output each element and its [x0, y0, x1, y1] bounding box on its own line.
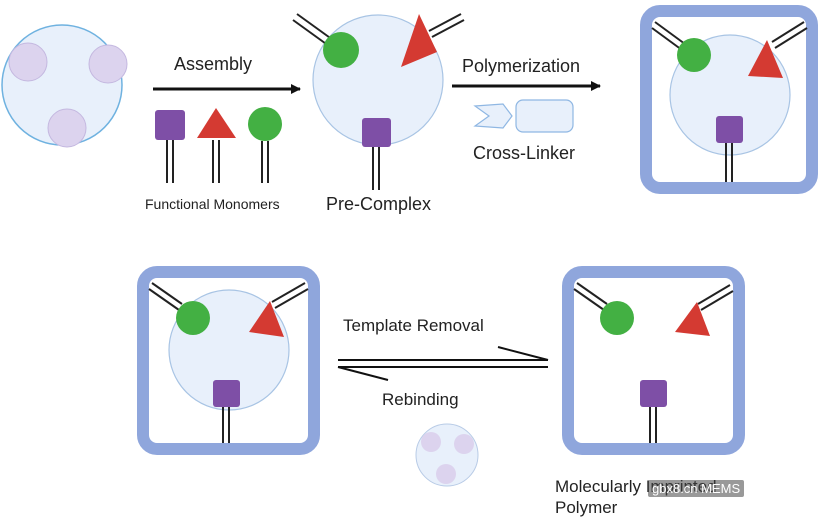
purple-square-monomer: [155, 110, 185, 183]
template-molecule: [1, 24, 128, 148]
watermark: gbx8.cn MEMS: [648, 480, 745, 497]
functional-monomers: [155, 107, 282, 183]
pre-complex: [292, 13, 465, 190]
polymerization-label: Polymerization: [462, 56, 581, 76]
assembly-label: Assembly: [174, 54, 253, 74]
polymer-matrix-with-template: [640, 5, 818, 194]
functional-monomers-label: Functional Monomers: [145, 196, 280, 212]
red-triangle-monomer: [197, 108, 236, 183]
cross-linker-label: Cross-Linker: [473, 143, 576, 163]
green-circle-monomer: [248, 107, 282, 183]
cross-linker-shape: [473, 99, 574, 133]
molecularly-imprinted-polymer: [562, 266, 745, 455]
rebinding-label: Rebinding: [382, 390, 459, 409]
pre-complex-label: Pre-Complex: [326, 194, 432, 214]
released-template: [415, 423, 479, 487]
bound-polymer-with-template: [137, 266, 320, 455]
mip-label-line2: Polymer: [555, 498, 618, 517]
equilibrium-arrows: [337, 346, 549, 381]
template-removal-label: Template Removal: [343, 316, 484, 335]
